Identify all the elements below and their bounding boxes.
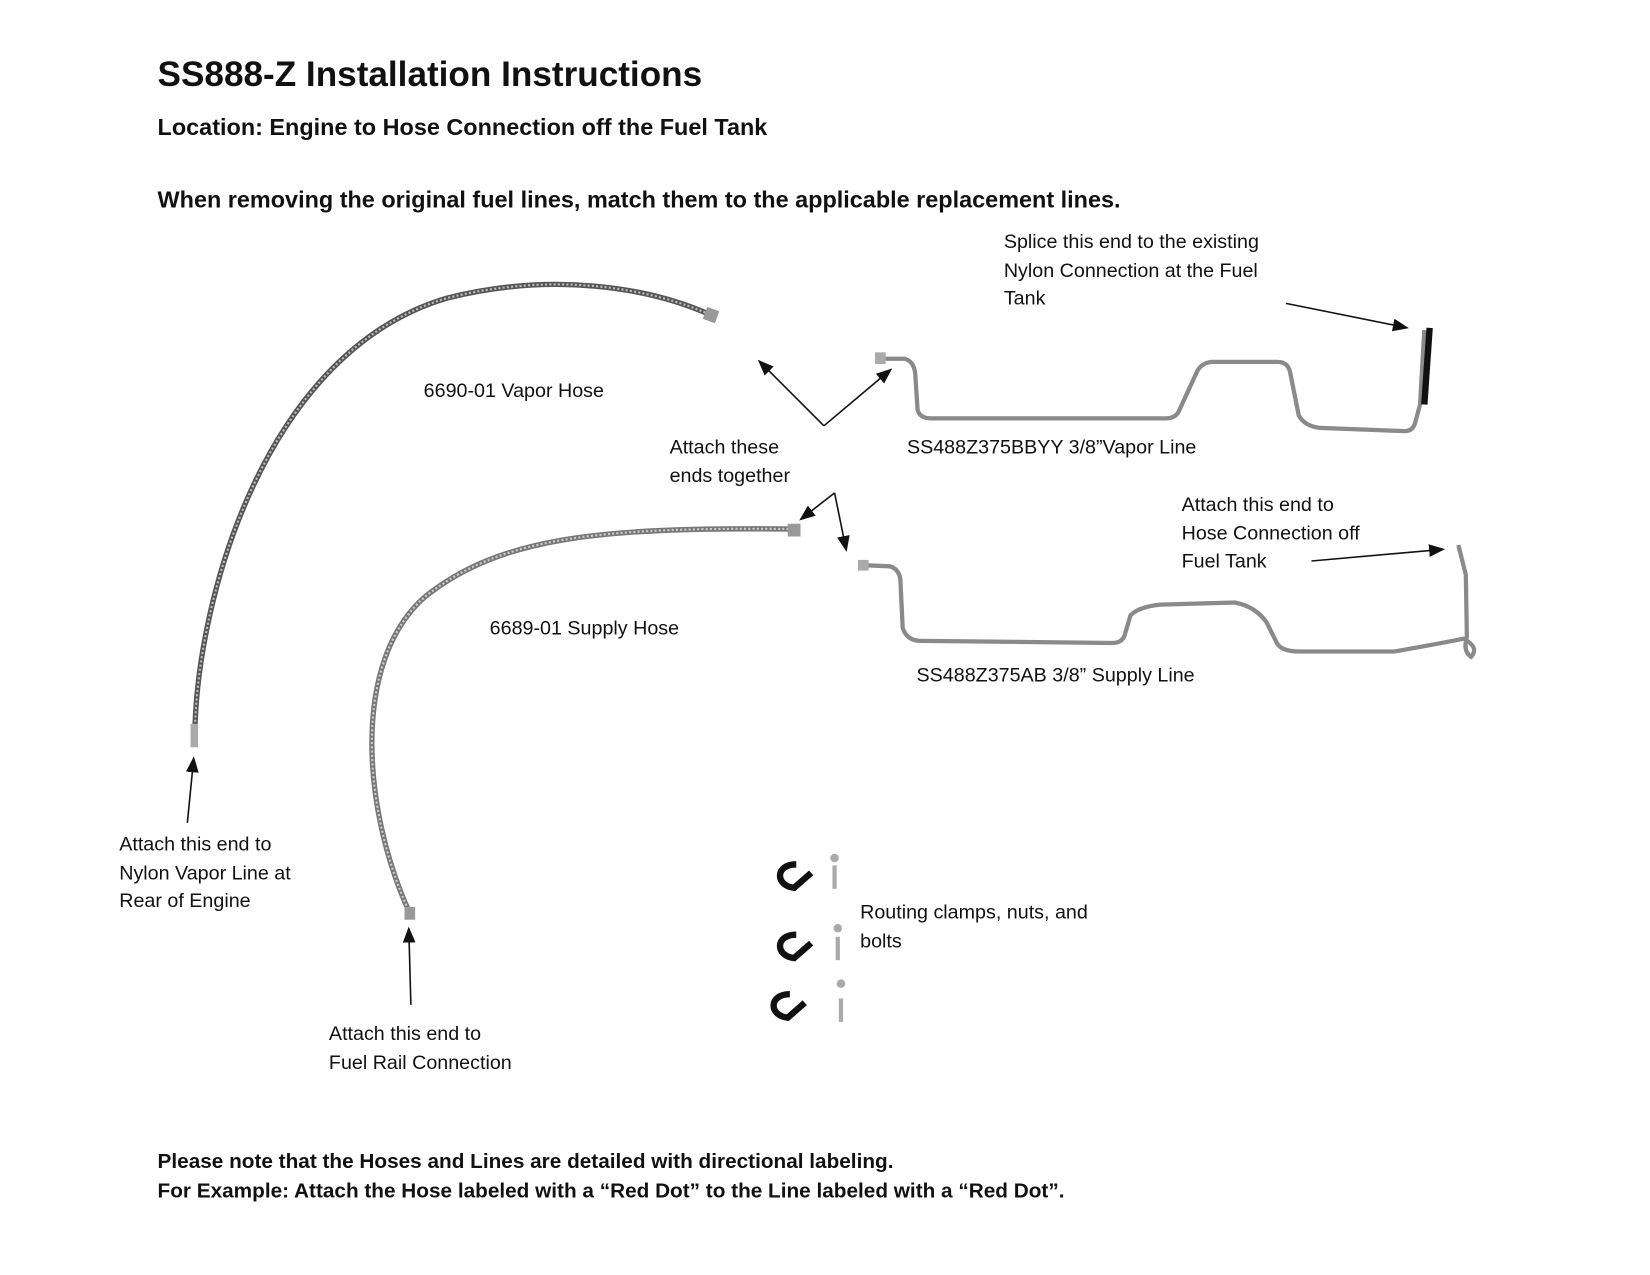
location-heading: Location: Engine to Hose Connection off … bbox=[157, 113, 768, 141]
note-line-1: Please note that the Hoses and Lines are… bbox=[157, 1149, 894, 1174]
fuel-rail-label: Attach this end to Fuel Rail Connection bbox=[328, 1021, 512, 1073]
supply-hose-image bbox=[369, 523, 801, 920]
splice-label: Splice this end to the existing Nylon Co… bbox=[1003, 229, 1259, 309]
bolt-icon bbox=[833, 923, 843, 961]
clamp-icon bbox=[776, 861, 814, 892]
bolt-icon bbox=[830, 853, 839, 889]
vapor-hose-image bbox=[190, 281, 720, 748]
clamp-icon bbox=[770, 991, 807, 1021]
page-title: SS888-Z Installation Instructions bbox=[157, 54, 703, 94]
hardware-label: Routing clamps, nuts, and bolts bbox=[860, 900, 1088, 952]
clamps-nuts-bolts-image bbox=[770, 853, 846, 1022]
note-line-2: For Example: Attach the Hose labeled wit… bbox=[157, 1179, 1065, 1203]
vapor-hose-label: 6690-01 Vapor Hose bbox=[423, 378, 604, 402]
vapor-line-image bbox=[875, 327, 1433, 434]
supply-line-label: SS488Z375AB 3/8” Supply Line bbox=[916, 663, 1195, 686]
instruction-heading: When removing the original fuel lines, m… bbox=[157, 186, 1121, 213]
supply-line-image bbox=[857, 544, 1477, 660]
attach-together-label: Attach these ends together bbox=[669, 435, 791, 486]
bolt-icon bbox=[836, 979, 846, 1022]
vapor-line-label: SS488Z375BBYY 3/8”Vapor Line bbox=[906, 435, 1197, 458]
pointer-arrows bbox=[185, 302, 1446, 1005]
clamp-icon bbox=[776, 931, 814, 962]
hose-connection-label: Attach this end to Hose Connection off F… bbox=[1181, 492, 1360, 572]
supply-hose-label: 6689-01 Supply Hose bbox=[489, 616, 680, 639]
nylon-vapor-label: Attach this end to Nylon Vapor Line at R… bbox=[119, 832, 291, 912]
